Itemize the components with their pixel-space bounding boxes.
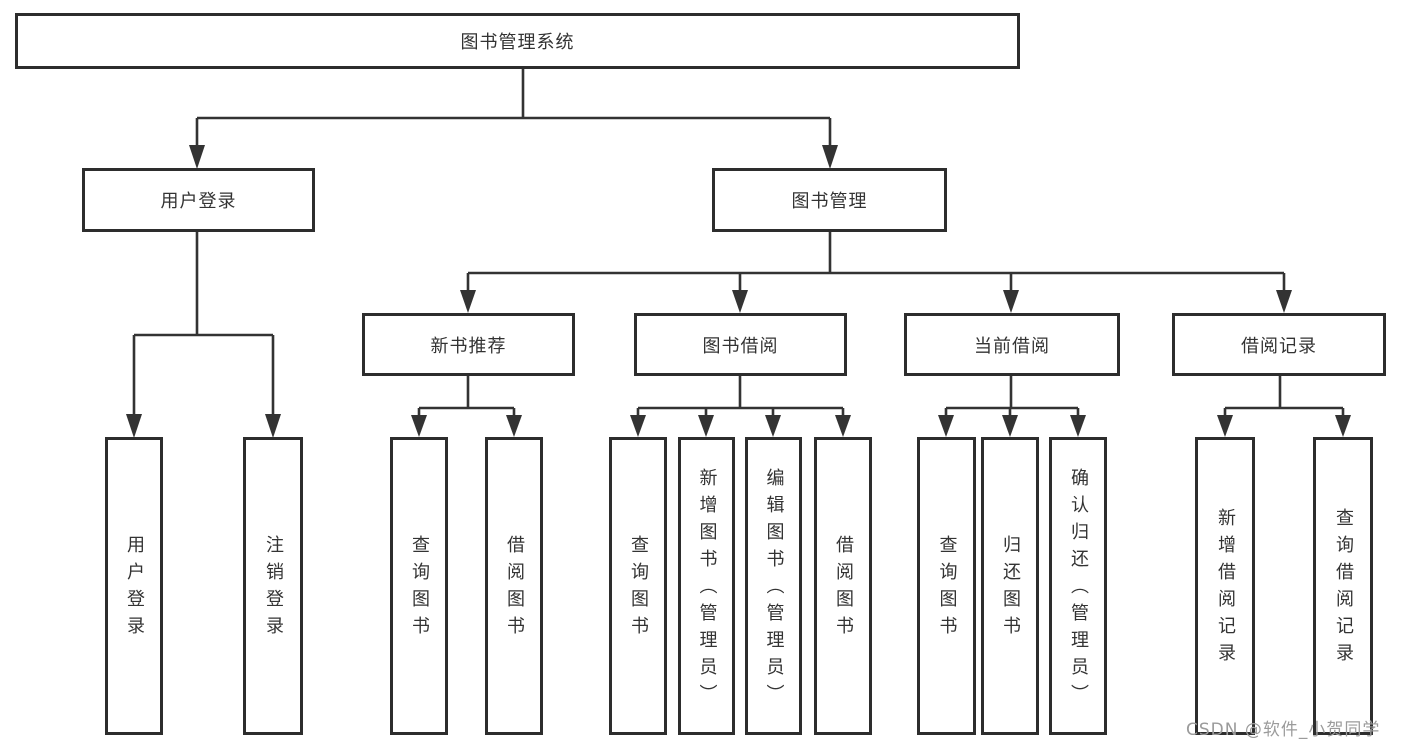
node-current-borrow: 当前借阅 [904,313,1120,376]
leaf-query-book-current: 查询图书 [917,437,976,735]
leaf-return-book: 归还图书 [981,437,1039,735]
node-book-management-module: 图书管理 [712,168,947,232]
leaf-confirm-return-admin: 确认归还（管理员） [1049,437,1107,735]
leaf-borrow-book-recommend: 借阅图书 [485,437,543,735]
node-root-system: 图书管理系统 [15,13,1020,69]
leaf-query-book-borrow: 查询图书 [609,437,667,735]
leaf-add-book-admin: 新增图书（管理员） [678,437,735,735]
leaf-query-borrow-record: 查询借阅记录 [1313,437,1373,735]
node-borrow-records: 借阅记录 [1172,313,1386,376]
node-new-book-recommend: 新书推荐 [362,313,575,376]
leaf-logout: 注销登录 [243,437,303,735]
csdn-watermark: CSDN @软件_小贺同学 [1186,720,1381,740]
leaf-add-borrow-record: 新增借阅记录 [1195,437,1255,735]
leaf-user-login: 用户登录 [105,437,163,735]
leaf-query-book-recommend: 查询图书 [390,437,448,735]
node-book-borrow: 图书借阅 [634,313,847,376]
node-user-login-module: 用户登录 [82,168,315,232]
arrowheads [126,145,1351,438]
leaf-edit-book-admin: 编辑图书（管理员） [745,437,802,735]
leaf-borrow-book: 借阅图书 [814,437,872,735]
